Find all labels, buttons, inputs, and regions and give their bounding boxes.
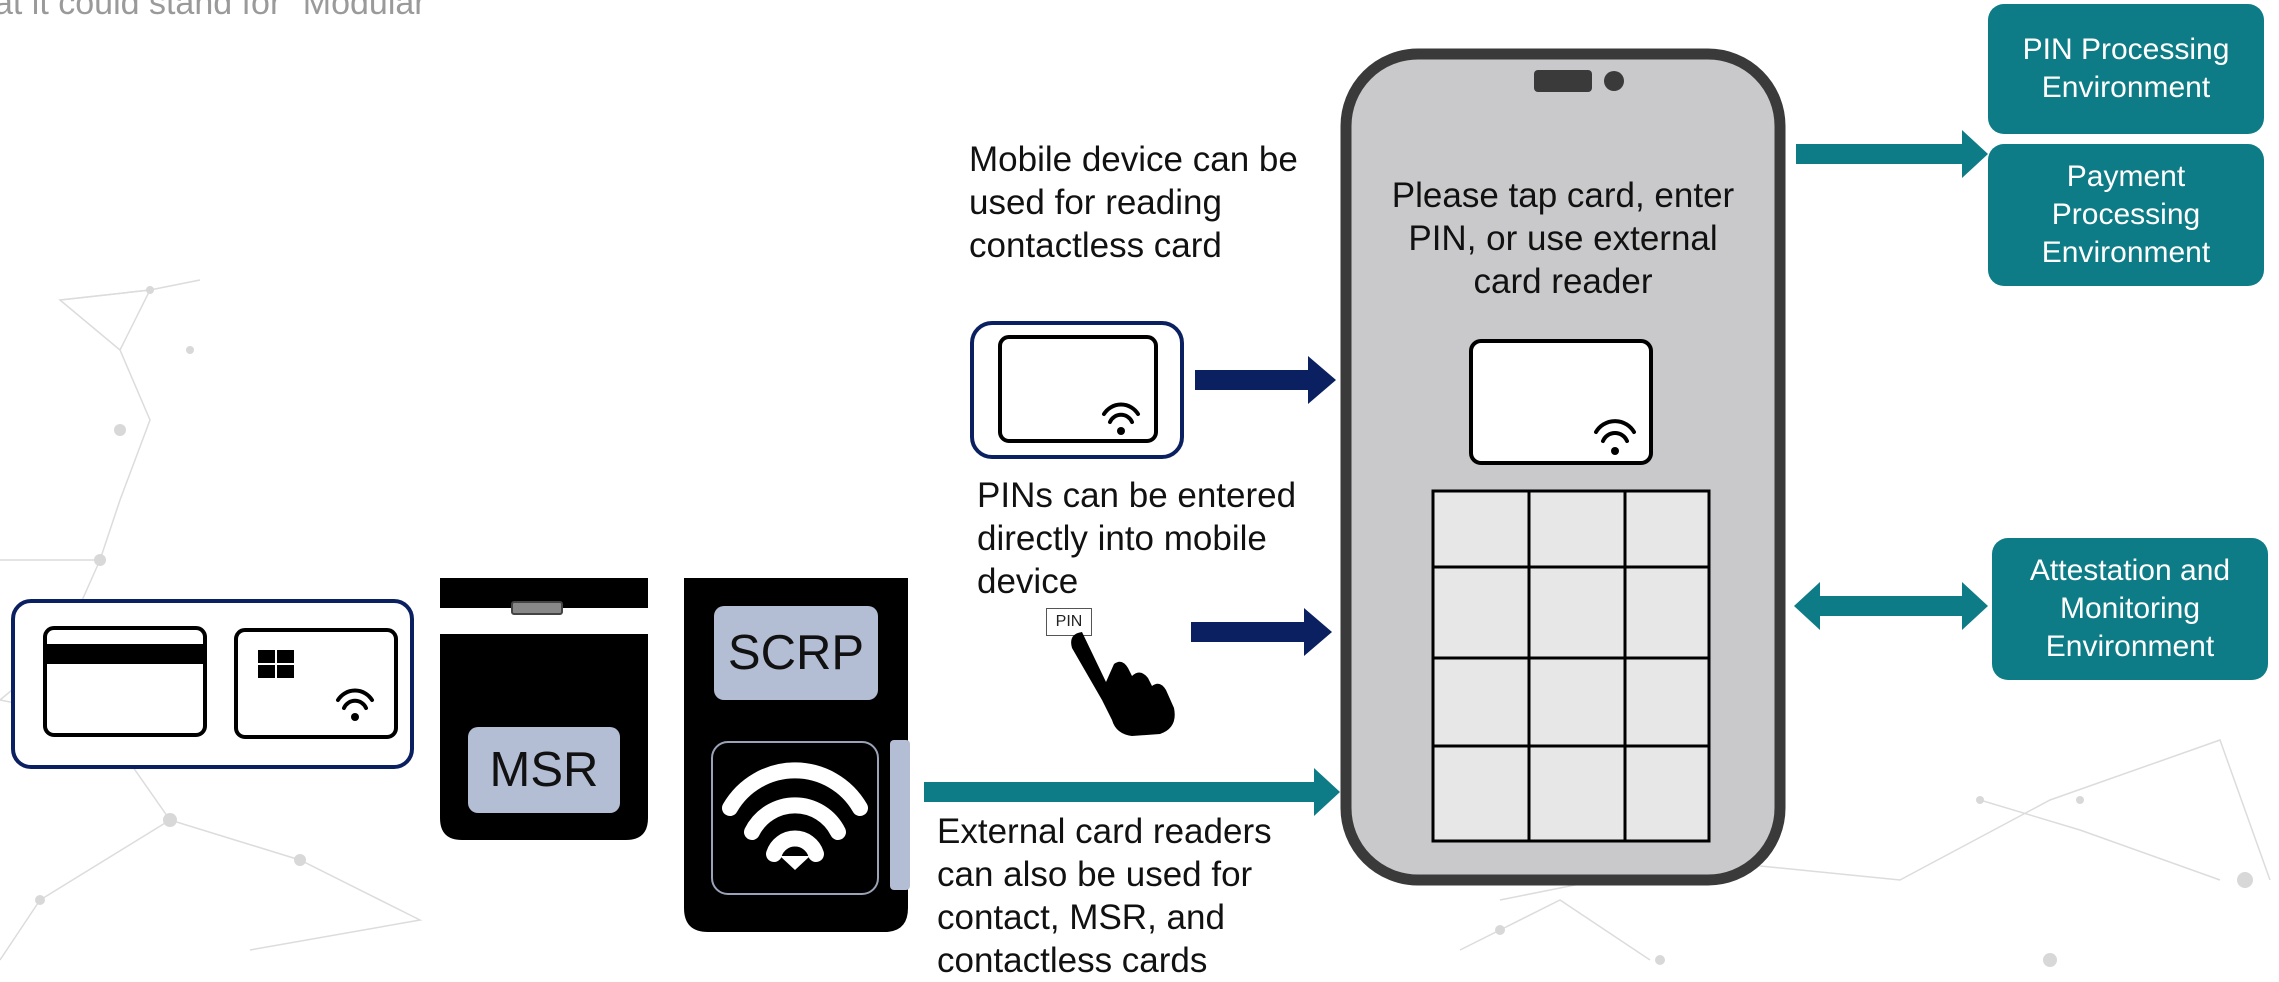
payment-processing-environment: Payment Processing Environment bbox=[1988, 144, 2264, 286]
payment-env-label: Payment Processing Environment bbox=[2041, 160, 2211, 269]
top-note: at it could stand for "Modular bbox=[0, 0, 426, 22]
magstripe-card bbox=[43, 626, 207, 737]
phone-camera bbox=[1604, 71, 1624, 91]
mobile-phone bbox=[1340, 48, 1786, 886]
attestation-env-label: Attestation and Monitoring Environment bbox=[2029, 554, 2231, 663]
pointing-hand-icon bbox=[1071, 632, 1175, 736]
arrow-phone-attestation-bidirectional bbox=[1794, 582, 1988, 630]
chip-contactless-card bbox=[234, 628, 398, 739]
contactless-icon bbox=[336, 688, 374, 710]
pin-processing-environment: PIN Processing Environment bbox=[1988, 4, 2264, 134]
label-pin-entry: PINs can be entered directly into mobile… bbox=[977, 476, 1297, 601]
arrow-phone-to-pin-env bbox=[1796, 130, 1988, 178]
phone-pin-keypad bbox=[1431, 489, 1711, 843]
payment-cards-group bbox=[11, 599, 414, 769]
label-external-readers: External card readers can also be used f… bbox=[937, 812, 1272, 980]
pin-tag: PIN bbox=[1046, 608, 1092, 636]
scrp-badge: SCRP bbox=[714, 606, 878, 700]
arrow-to-phone-contactless bbox=[1195, 356, 1336, 404]
arrow-to-phone-pin bbox=[1191, 608, 1332, 656]
attestation-monitoring-environment: Attestation and Monitoring Environment bbox=[1992, 538, 2268, 680]
wireless-icon bbox=[722, 762, 868, 862]
label-mobile-reading: Mobile device can be used for reading co… bbox=[969, 140, 1298, 265]
phone-speaker bbox=[1534, 70, 1592, 92]
phone-prompt: Please tap card, enter PIN, or use exter… bbox=[1391, 176, 1735, 301]
contactless-card-box bbox=[970, 321, 1184, 459]
phone-card-icon bbox=[1469, 339, 1653, 465]
pin-env-label: PIN Processing Environment bbox=[2022, 33, 2230, 104]
msr-badge: MSR bbox=[468, 727, 620, 813]
contactless-icon bbox=[1102, 402, 1140, 424]
contactless-icon bbox=[1594, 419, 1636, 443]
arrow-to-phone-external bbox=[924, 768, 1340, 816]
